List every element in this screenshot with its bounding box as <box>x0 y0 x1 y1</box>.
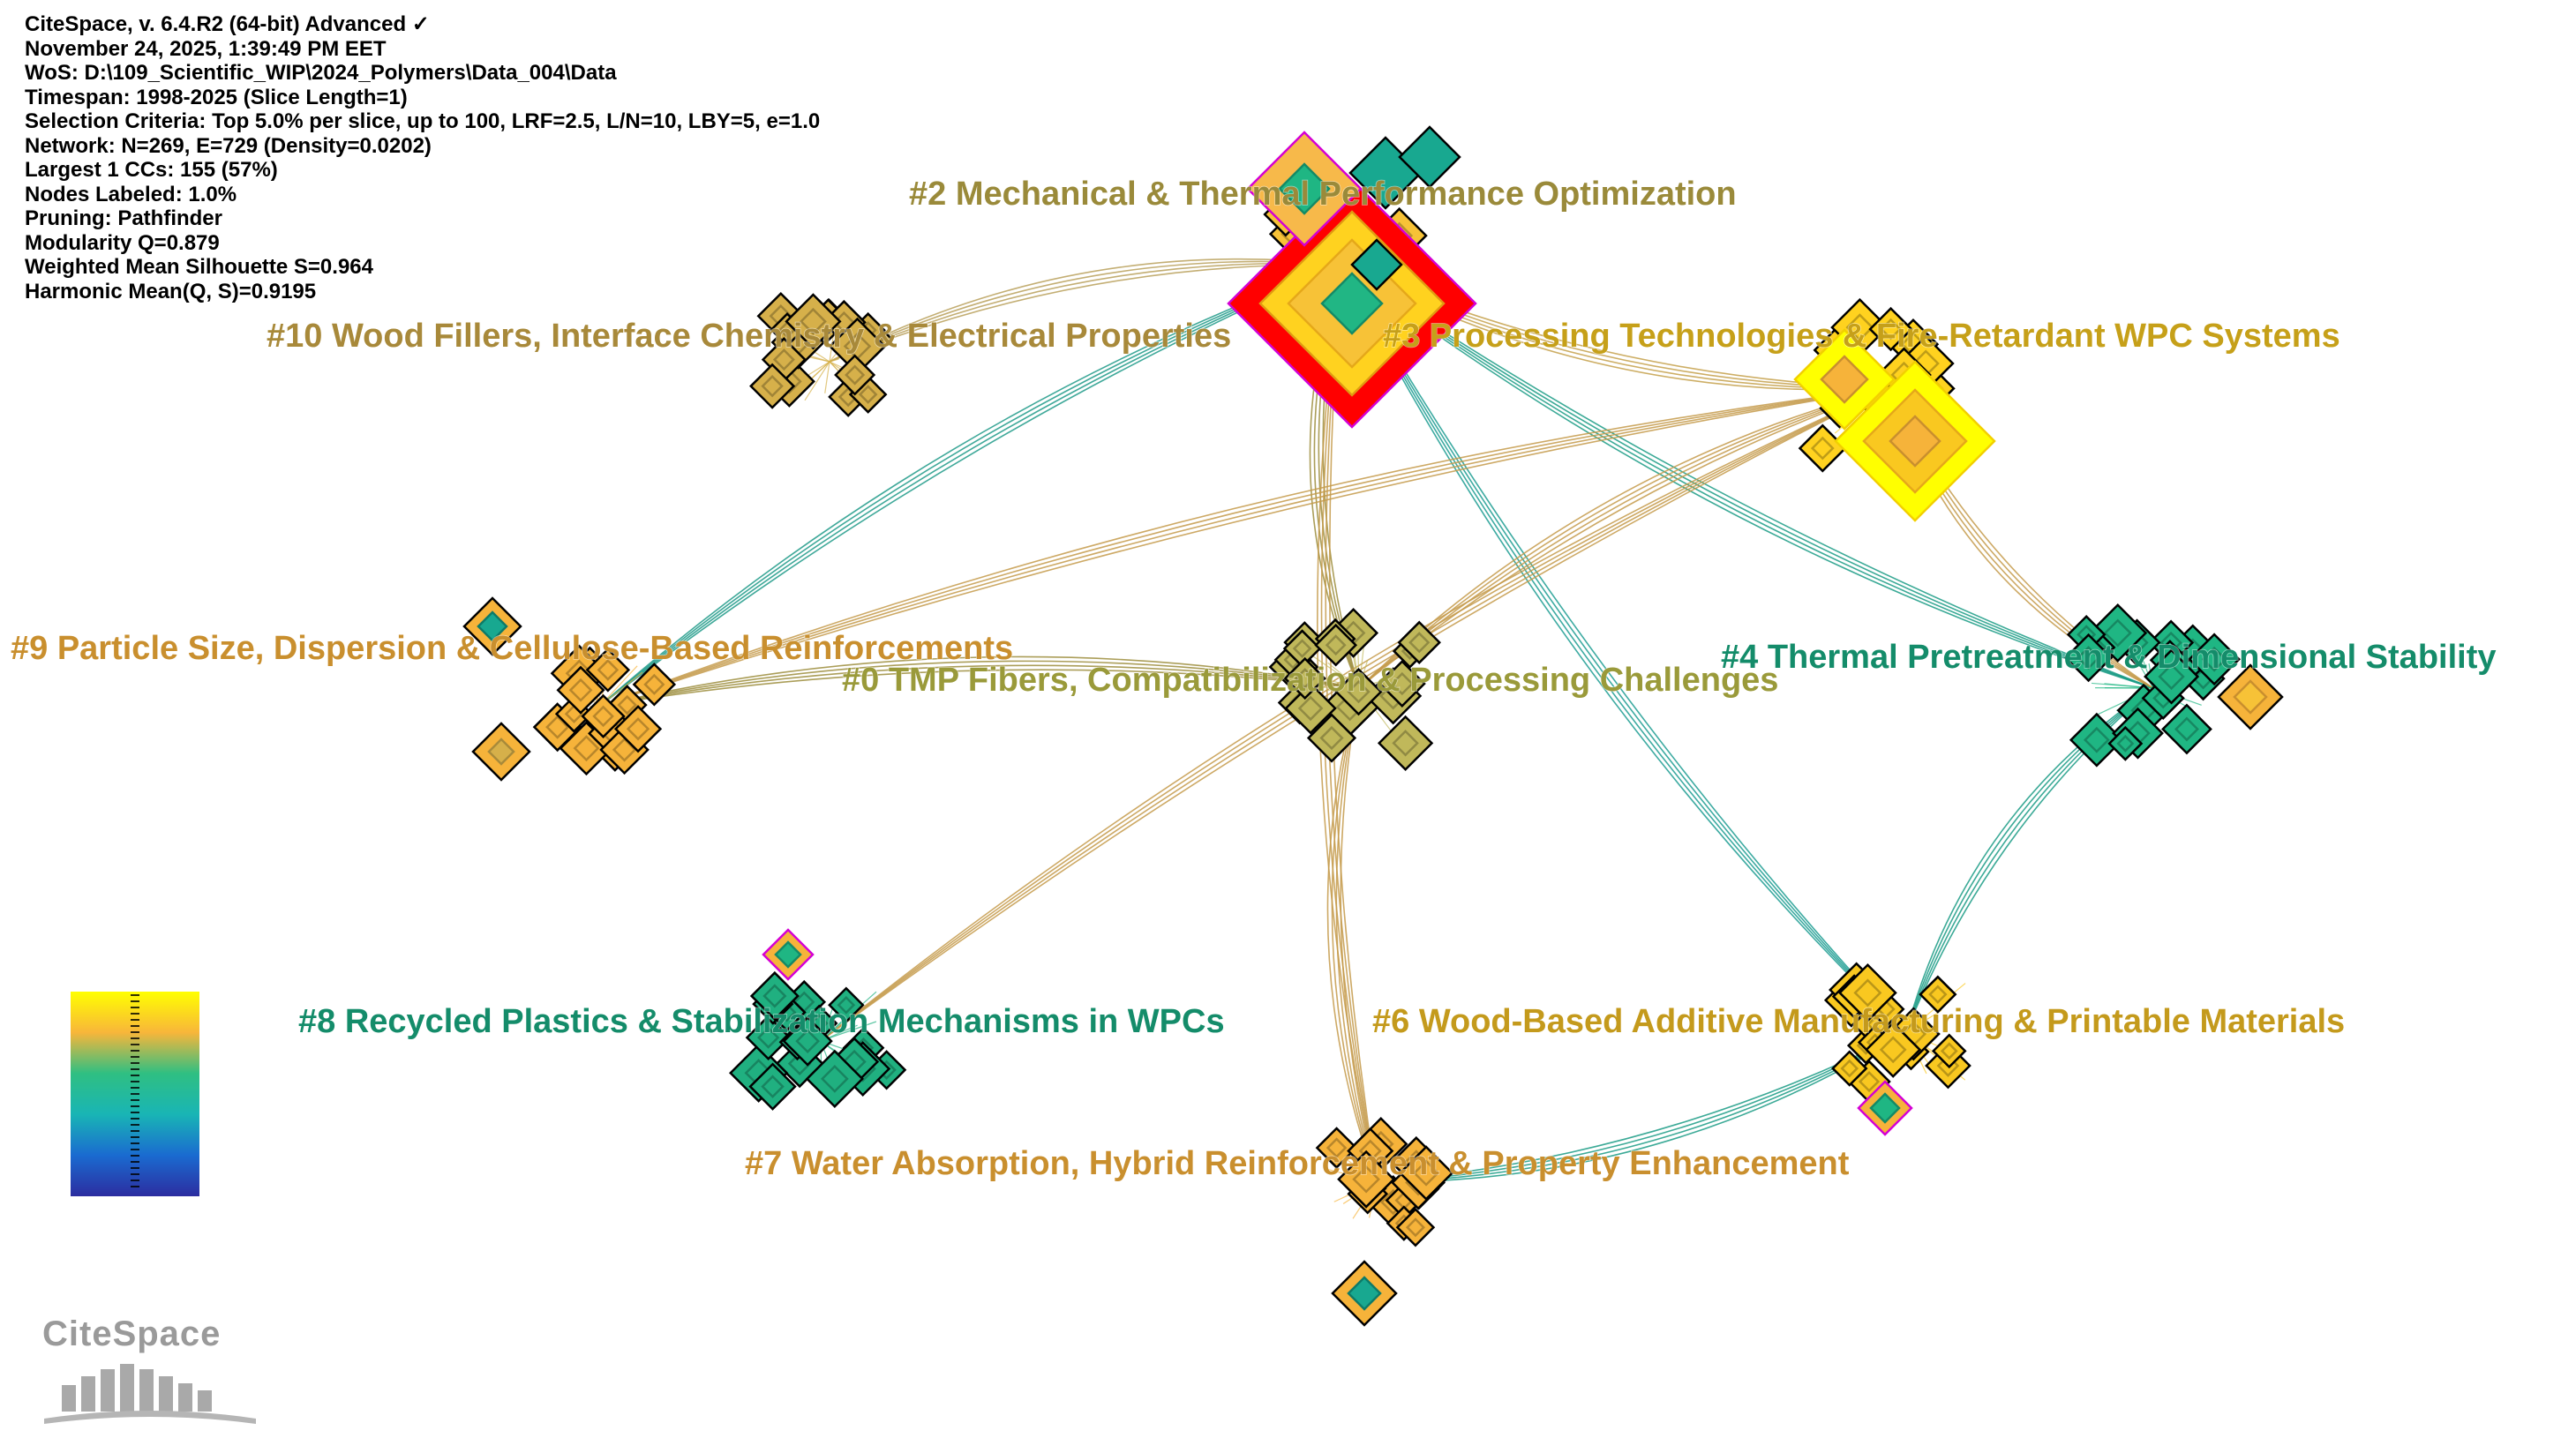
intra-link <box>825 362 830 393</box>
info-line: November 24, 2025, 1:39:49 PM EET <box>25 37 820 62</box>
info-panel: CiteSpace, v. 6.4.R2 (64-bit) Advanced ✓… <box>25 12 820 303</box>
info-line: Pruning: Pathfinder <box>25 206 820 231</box>
cluster-link-0-7 <box>1327 688 1377 1182</box>
cluster-label-0: #0 TMP Fibers, Compatibilization & Proce… <box>842 662 1778 699</box>
info-line: Modularity Q=0.879 <box>25 231 820 256</box>
cluster-label-3: #3 Processing Technologies & Fire-Retard… <box>1383 318 2340 355</box>
cluster-label-4: #4 Thermal Pretreatment & Dimensional St… <box>1721 639 2497 676</box>
info-line: Largest 1 CCs: 155 (57%) <box>25 158 820 183</box>
info-line: Network: N=269, E=729 (Density=0.0202) <box>25 134 820 159</box>
info-line: WoS: D:\109_Scientific_WIP\2024_Polymers… <box>25 61 820 86</box>
info-line: Weighted Mean Silhouette S=0.964 <box>25 255 820 280</box>
info-line: Timespan: 1998-2025 (Slice Length=1) <box>25 86 820 110</box>
info-line: Harmonic Mean(Q, S)=0.9195 <box>25 280 820 304</box>
cluster-label-6: #6 Wood-Based Additive Manufacturing & P… <box>1372 1003 2345 1040</box>
color-legend <box>71 992 199 1196</box>
cluster-label-10: #10 Wood Fillers, Interface Chemistry & … <box>267 318 1231 355</box>
info-line: Nodes Labeled: 1.0% <box>25 183 820 207</box>
citespace-logo: CiteSpace <box>35 1314 265 1429</box>
info-line: Selection Criteria: Top 5.0% per slice, … <box>25 109 820 134</box>
logo-bars-icon <box>35 1314 265 1429</box>
cluster-label-7: #7 Water Absorption, Hybrid Reinforcemen… <box>745 1145 1850 1182</box>
cluster-label-2: #2 Mechanical & Thermal Performance Opti… <box>909 176 1737 213</box>
cluster-label-8: #8 Recycled Plastics & Stabilization Mec… <box>298 1003 1225 1040</box>
info-line: CiteSpace, v. 6.4.R2 (64-bit) Advanced ✓ <box>25 12 820 37</box>
